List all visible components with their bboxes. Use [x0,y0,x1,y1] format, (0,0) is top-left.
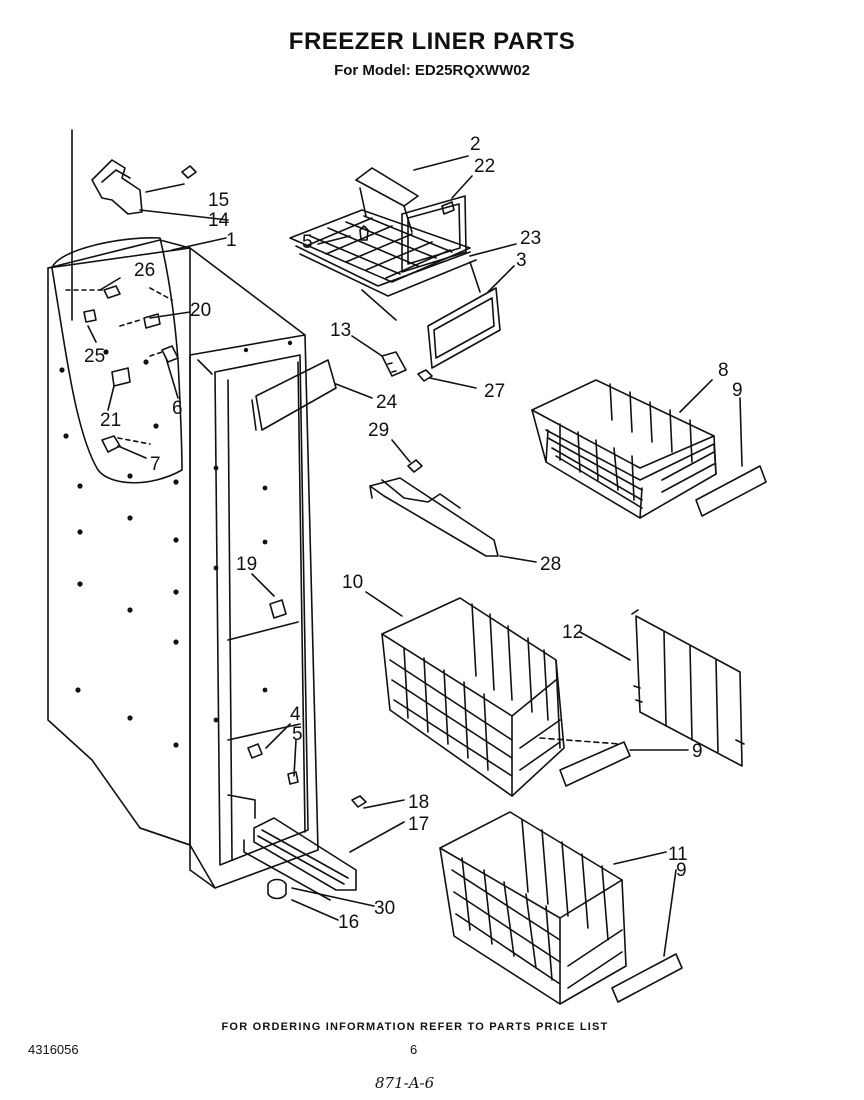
callout-5-top: 5 [302,232,313,253]
shelf-rail-28 [369,477,499,557]
callout-4: 4 [290,704,301,725]
callout-9-bottom: 9 [676,860,687,881]
dispenser-door-22 [401,195,467,273]
upper-basket-8 [531,379,717,519]
damper-bracket-13 [381,351,407,377]
bracket-4 [247,743,263,759]
evaporator-cover-bracket [71,129,143,321]
callout-2: 2 [470,134,481,155]
callout-10: 10 [342,572,363,593]
callout-1: 1 [226,230,237,251]
callout-21: 21 [100,410,121,431]
callout-29: 29 [368,420,389,441]
callout-12: 12 [562,622,583,643]
callout-11: 11 [668,844,688,865]
trim-24 [251,359,337,431]
screw-29 [407,459,423,473]
callout-18: 18 [408,792,429,813]
callout-5-bottom: 5 [292,724,303,745]
callout-24: 24 [376,392,398,413]
screw-18 [351,795,367,808]
ordering-note: FOR ORDERING INFORMATION REFER TO PARTS … [221,1021,609,1033]
leader-lines [87,155,743,957]
freezer-liner [47,237,319,889]
callout-28: 28 [540,554,561,575]
callout-27: 27 [484,381,505,402]
callout-9-middle: 9 [692,741,703,762]
callout-8: 8 [718,360,729,381]
plug-16-30 [267,878,287,900]
document-number: 4316056 [28,1042,79,1057]
callout-19: 19 [236,554,257,575]
middle-basket-10 [381,597,565,797]
callout-25: 25 [84,346,105,367]
basket-divider-12 [631,609,745,767]
callout-22: 22 [474,156,495,177]
callout-26: 26 [134,260,155,281]
basket-rail-9-top [695,465,767,517]
callout-17: 17 [408,814,429,835]
screw-27 [417,369,433,382]
callout-7: 7 [150,454,161,475]
ice-tray-shelf [289,209,481,321]
callout-23: 23 [520,228,541,249]
gasket-3 [427,287,501,369]
callout-14: 14 [208,210,230,231]
callout-15: 15 [208,190,229,211]
model-subtitle: For Model: ED25RQXWW02 [334,62,530,79]
screw-5-top [359,225,369,241]
callout-16: 16 [338,912,359,933]
callout-30: 30 [374,898,395,919]
callout-6: 6 [172,398,183,419]
basket-rail-9-bottom [611,953,683,1003]
basket-rail-9-middle [539,737,631,787]
lower-basket-11 [439,811,627,1005]
callout-9-top: 9 [732,380,743,401]
callout-numbers: 1 2 3 4 5 5 6 7 8 9 9 9 10 11 12 13 14 1… [84,134,743,933]
air-duct-17 [243,817,357,901]
clip-19 [269,599,287,619]
handwritten-code: 871-A-6 [375,1074,435,1092]
page-number: 6 [410,1042,418,1057]
callout-13: 13 [330,320,351,341]
callout-3: 3 [516,250,527,271]
screw-5-bottom [287,771,299,785]
page-title: FREEZER LINER PARTS [288,28,576,55]
callout-20: 20 [190,300,211,321]
screw-15 [181,165,197,179]
